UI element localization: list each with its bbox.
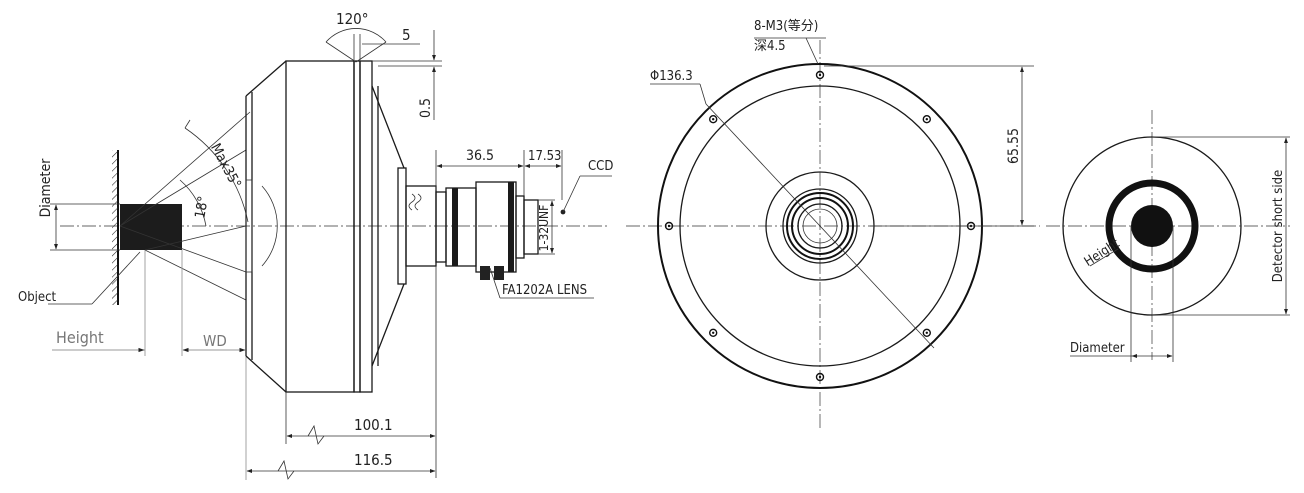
mounting-hole-center — [818, 375, 822, 379]
detector-core — [1131, 205, 1173, 247]
detector-short-side-label: Detector short side — [1271, 170, 1286, 282]
mounting-hole-center — [712, 331, 715, 334]
wd-label: WD — [203, 332, 227, 350]
mounting-hole — [815, 70, 825, 80]
dim-gap-label: 0.5 — [418, 98, 434, 118]
dim-length-116: 116.5 — [354, 451, 393, 469]
side-view: Diameter Max35° 18° Object Height WD — [18, 10, 613, 480]
lens-model-label: FA1202A LENS — [502, 283, 587, 298]
mount-thread-label: 1-32UNF — [537, 205, 551, 252]
flange-diameter-label: Φ136.3 — [650, 69, 693, 84]
mounting-hole — [664, 221, 674, 231]
max-angle-label: Max35° — [207, 141, 244, 191]
mounting-hole-center — [925, 118, 928, 121]
adapter — [397, 167, 447, 285]
ccd-label: CCD — [588, 159, 613, 174]
detector-view: Detector short side Height Diameter — [1046, 110, 1290, 362]
holes-spec-label: 8-M3(等分) — [754, 18, 818, 34]
dim-5-label: 5 — [402, 26, 411, 44]
object-block — [120, 204, 182, 250]
dome-cover — [245, 60, 287, 393]
mounting-hole-center — [667, 224, 671, 228]
object-label: Object — [18, 290, 57, 305]
mounting-hole — [709, 114, 718, 124]
mounting-hole — [815, 372, 825, 382]
object-plate — [112, 150, 182, 305]
mounting-hole-center — [712, 118, 715, 121]
detector-ring — [1105, 179, 1199, 273]
fa1202a-lens — [445, 181, 539, 280]
dim-radius-label: 65.55 — [1006, 128, 1022, 164]
dim-length-100: 100.1 — [354, 416, 393, 434]
angle-120-label: 120° — [336, 10, 369, 28]
height-label: Height — [56, 328, 104, 347]
main-body — [285, 60, 405, 393]
mounting-hole-center — [818, 73, 822, 77]
detector-diameter-label: Diameter — [1070, 341, 1125, 356]
mounting-hole-center — [925, 331, 928, 334]
mounting-hole — [922, 114, 931, 124]
mounting-hole — [922, 328, 931, 337]
mounting-holes — [664, 70, 976, 382]
front-view: Φ136.3 8-M3(等分) 深4.5 65.55 — [626, 18, 1040, 430]
dim-flange-focal: 17.53 — [528, 149, 561, 164]
mounting-hole — [709, 328, 718, 337]
holes-depth-label: 深4.5 — [754, 39, 786, 54]
object-diameter-label: Diameter — [38, 158, 54, 218]
dim-lens-length: 36.5 — [466, 148, 494, 164]
half-angle-label: 18° — [192, 195, 212, 220]
